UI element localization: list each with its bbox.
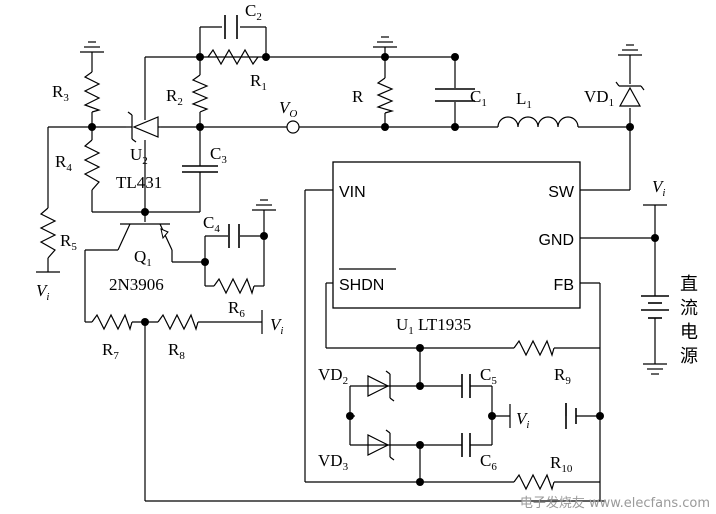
label-tl431: TL431 <box>116 173 162 192</box>
label-r9: R9 <box>554 365 571 387</box>
label-vd3: VD3 <box>318 451 349 473</box>
r4-resistor <box>83 139 101 191</box>
r6-resistor <box>213 277 255 295</box>
resistors <box>39 48 555 491</box>
label-dc-source-1: 直 <box>680 274 698 295</box>
label-r5: R5 <box>60 231 77 253</box>
pin-fb: FB <box>554 277 574 294</box>
label-vi-r5: Vi <box>36 281 49 303</box>
r10-resistor <box>513 473 555 491</box>
label-dc-source-4: 源 <box>680 346 698 367</box>
label-u2: U2 <box>130 145 148 167</box>
junction-dots <box>88 53 659 486</box>
label-c1: C1 <box>470 87 487 109</box>
battery-right <box>565 403 577 429</box>
label-c6: C6 <box>480 451 497 473</box>
r5-resistor <box>39 207 57 259</box>
r3-resistor <box>83 71 101 113</box>
label-q1: Q1 <box>134 247 152 269</box>
vd2-diode <box>367 370 395 402</box>
ground-dc-source <box>643 363 667 375</box>
c4-capacitor <box>228 224 240 248</box>
c3-capacitor <box>182 165 218 173</box>
label-c3: C3 <box>210 144 227 166</box>
pin-vin: VIN <box>339 184 366 201</box>
label-c5: C5 <box>480 365 497 387</box>
r2-resistor <box>191 74 209 113</box>
vo-output-terminal <box>286 120 300 134</box>
label-2n3906: 2N3906 <box>109 275 164 294</box>
label-vi-c5: Vi <box>516 409 529 431</box>
label-vd2: VD2 <box>318 365 348 387</box>
c5-capacitor <box>461 374 471 398</box>
label-r6: R6 <box>228 298 245 320</box>
label-c4: C4 <box>203 213 220 235</box>
c1-capacitor <box>435 88 475 102</box>
dc-source-battery <box>641 295 669 319</box>
r9-resistor <box>513 339 555 357</box>
label-u1-lt1935: U1 LT1935 <box>396 315 471 337</box>
q1-emitter-arrow <box>160 228 169 240</box>
label-dc-source-2: 流 <box>680 298 698 319</box>
label-r4: R4 <box>55 152 72 174</box>
vd3-diode <box>367 429 395 461</box>
ground-r3 <box>80 41 104 53</box>
pin-sw: SW <box>548 184 575 201</box>
label-r3: R3 <box>52 82 69 104</box>
component-labels: C2 R1 R3 R2 VO R C1 L1 VD1 R4 U2 TL431 C… <box>36 1 698 475</box>
c6-capacitor <box>461 433 471 457</box>
vd1-diode <box>615 81 645 107</box>
label-r1: R1 <box>250 71 267 93</box>
label-l1: L1 <box>516 89 532 111</box>
pin-gnd: GND <box>538 232 574 249</box>
ground-c4 <box>252 199 276 211</box>
u2-tl431-regulator <box>126 111 161 143</box>
label-vi-r8: Vi <box>270 315 283 337</box>
r8-resistor <box>157 313 199 331</box>
l1-inductor <box>497 116 579 128</box>
label-vi-dc: Vi <box>652 177 665 199</box>
label-dc-source-3: 电 <box>680 322 698 343</box>
r-resistor <box>376 77 395 114</box>
label-c2: C2 <box>245 1 262 23</box>
ground-vd1 <box>618 44 642 56</box>
pin-shdn: SHDN <box>339 277 384 294</box>
label-vd1: VD1 <box>584 87 614 109</box>
label-r10: R10 <box>550 453 573 475</box>
label-r: R <box>352 87 364 106</box>
label-r8: R8 <box>168 340 185 362</box>
lt1935-ic-box <box>332 161 581 309</box>
label-vo: VO <box>279 98 297 120</box>
ground-r <box>373 36 397 48</box>
capacitors <box>182 15 475 457</box>
watermark: 电子发烧友 www.elecfans.com <box>520 495 710 511</box>
label-r7: R7 <box>102 340 119 362</box>
c2-capacitor <box>224 15 238 39</box>
r1-resistor <box>207 48 259 66</box>
label-r2: R2 <box>166 86 183 108</box>
r7-resistor <box>91 313 133 331</box>
